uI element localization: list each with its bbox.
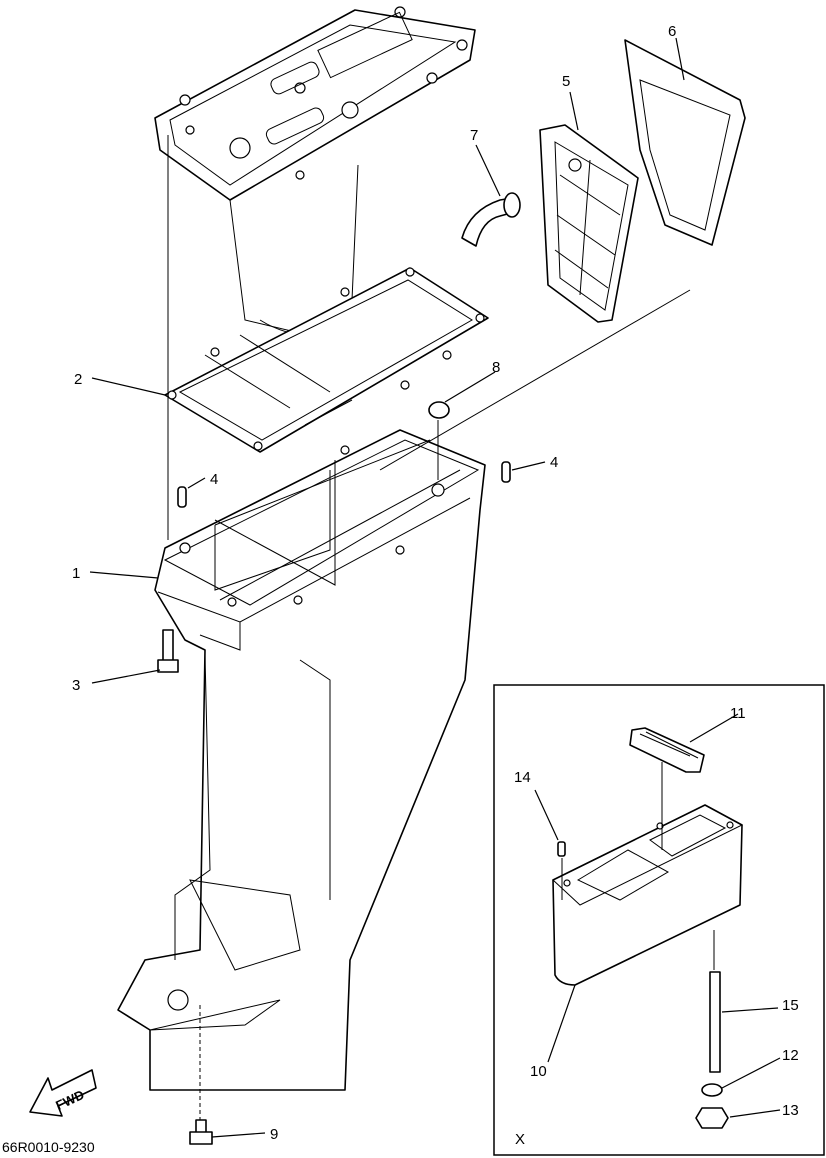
bolt bbox=[157, 629, 179, 673]
nut bbox=[695, 1107, 729, 1129]
inset-box bbox=[493, 684, 825, 1156]
pipe bbox=[461, 192, 521, 247]
fwd-arrow: FWD bbox=[29, 1069, 97, 1117]
callout-15: 15 bbox=[782, 997, 799, 1014]
callout-1: 1 bbox=[72, 565, 80, 582]
callout-2: 2 bbox=[74, 371, 82, 388]
damper bbox=[428, 401, 450, 419]
callout-4-right: 4 bbox=[550, 454, 558, 471]
extension-pin bbox=[557, 841, 566, 857]
dowel-pin bbox=[177, 461, 511, 508]
callout-5: 5 bbox=[562, 73, 570, 90]
seal bbox=[624, 39, 746, 246]
callout-11: 11 bbox=[730, 705, 746, 722]
gasket bbox=[164, 267, 489, 453]
extension bbox=[552, 804, 744, 986]
callout-14: 14 bbox=[514, 769, 531, 786]
rubber-block bbox=[629, 727, 705, 773]
callout-12: 12 bbox=[782, 1047, 799, 1064]
callout-4-left: 4 bbox=[210, 471, 218, 488]
leader-lines bbox=[89, 37, 781, 1138]
callout-3: 3 bbox=[72, 677, 80, 694]
upper-casing bbox=[117, 429, 486, 1091]
callout-13: 13 bbox=[782, 1102, 799, 1119]
washer bbox=[701, 1083, 723, 1097]
drain-bolt bbox=[189, 1119, 213, 1145]
screen bbox=[539, 124, 639, 323]
callout-7: 7 bbox=[470, 127, 478, 144]
inset-label: X bbox=[515, 1131, 525, 1148]
engine-mount-plate bbox=[154, 6, 476, 346]
callout-8: 8 bbox=[492, 359, 500, 376]
callout-10: 10 bbox=[530, 1063, 547, 1080]
callout-9: 9 bbox=[270, 1126, 278, 1143]
figure-code: 66R0010-9230 bbox=[2, 1139, 95, 1155]
callout-6: 6 bbox=[668, 23, 676, 40]
stud-bolt bbox=[709, 971, 721, 1073]
